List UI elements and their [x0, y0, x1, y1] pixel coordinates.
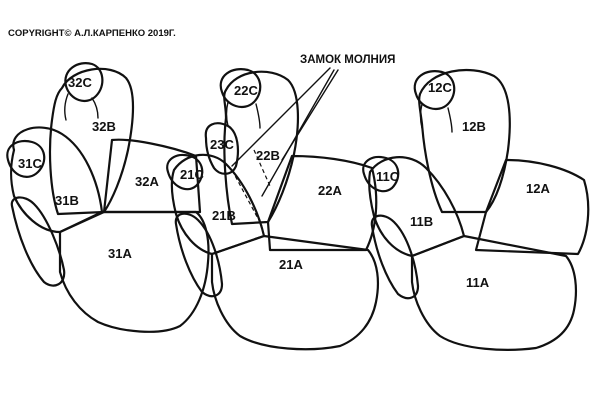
- seat-11-cushion: [410, 234, 577, 351]
- front-seat-group: [362, 68, 590, 351]
- seat-12-backrest: [418, 68, 511, 214]
- seat-21-cushion: [210, 234, 379, 351]
- label-32a: 32A: [135, 174, 159, 189]
- zipper-callout: ЗАМОК МОЛНИЯ: [231, 54, 395, 197]
- label-11b: 11B: [410, 214, 433, 229]
- callout-line-3: [281, 69, 339, 161]
- seat-21-headrest: [166, 153, 204, 191]
- seat-32-headrest: [64, 62, 104, 103]
- label-21a: 21A: [279, 257, 303, 272]
- label-11c: 11C: [376, 169, 400, 184]
- seat-12-headrest: [413, 70, 456, 111]
- copyright-text: COPYRIGHT© А.Л.КАРПЕНКО 2019Г.: [8, 28, 176, 39]
- label-21c: 21C: [180, 167, 204, 182]
- seat-31-headrest: [6, 139, 46, 178]
- label-11a: 11A: [466, 275, 490, 290]
- zipper-callout-label: ЗАМОК МОЛНИЯ: [300, 54, 395, 66]
- label-32c: 32C: [68, 75, 92, 90]
- label-31b: 31B: [55, 193, 79, 208]
- label-31c: 31C: [18, 156, 42, 171]
- label-21b: 21B: [212, 208, 236, 223]
- label-12a: 12A: [526, 181, 550, 196]
- seat-31-cushion: [58, 210, 210, 333]
- seat-11-headrest: [362, 155, 400, 193]
- label-32b: 32B: [92, 119, 116, 134]
- callout-line-1: [231, 67, 331, 167]
- label-12c: 12C: [428, 80, 452, 95]
- seat-22-headrest: [219, 68, 262, 109]
- zipper-line-1: [231, 169, 263, 227]
- label-23c: 23C: [210, 137, 234, 152]
- label-12b: 12B: [462, 119, 486, 134]
- label-22a: 22A: [318, 183, 342, 198]
- seat-21-bolster: [174, 212, 224, 298]
- label-22c: 22C: [234, 83, 258, 98]
- label-31a: 31A: [108, 246, 132, 261]
- seat-12-cushion: [474, 158, 590, 256]
- seat-32-backrest: [48, 67, 135, 216]
- seat-22-cushion: [266, 154, 378, 252]
- rear-seat-group: [6, 62, 210, 333]
- seat-11-bolster: [370, 214, 420, 300]
- seat-31-backrest: [9, 126, 104, 234]
- seat-31-bolster: [10, 196, 66, 287]
- middle-seat-group: [166, 68, 379, 351]
- seat-23-piece: [204, 122, 239, 175]
- label-22b: 22B: [256, 148, 280, 163]
